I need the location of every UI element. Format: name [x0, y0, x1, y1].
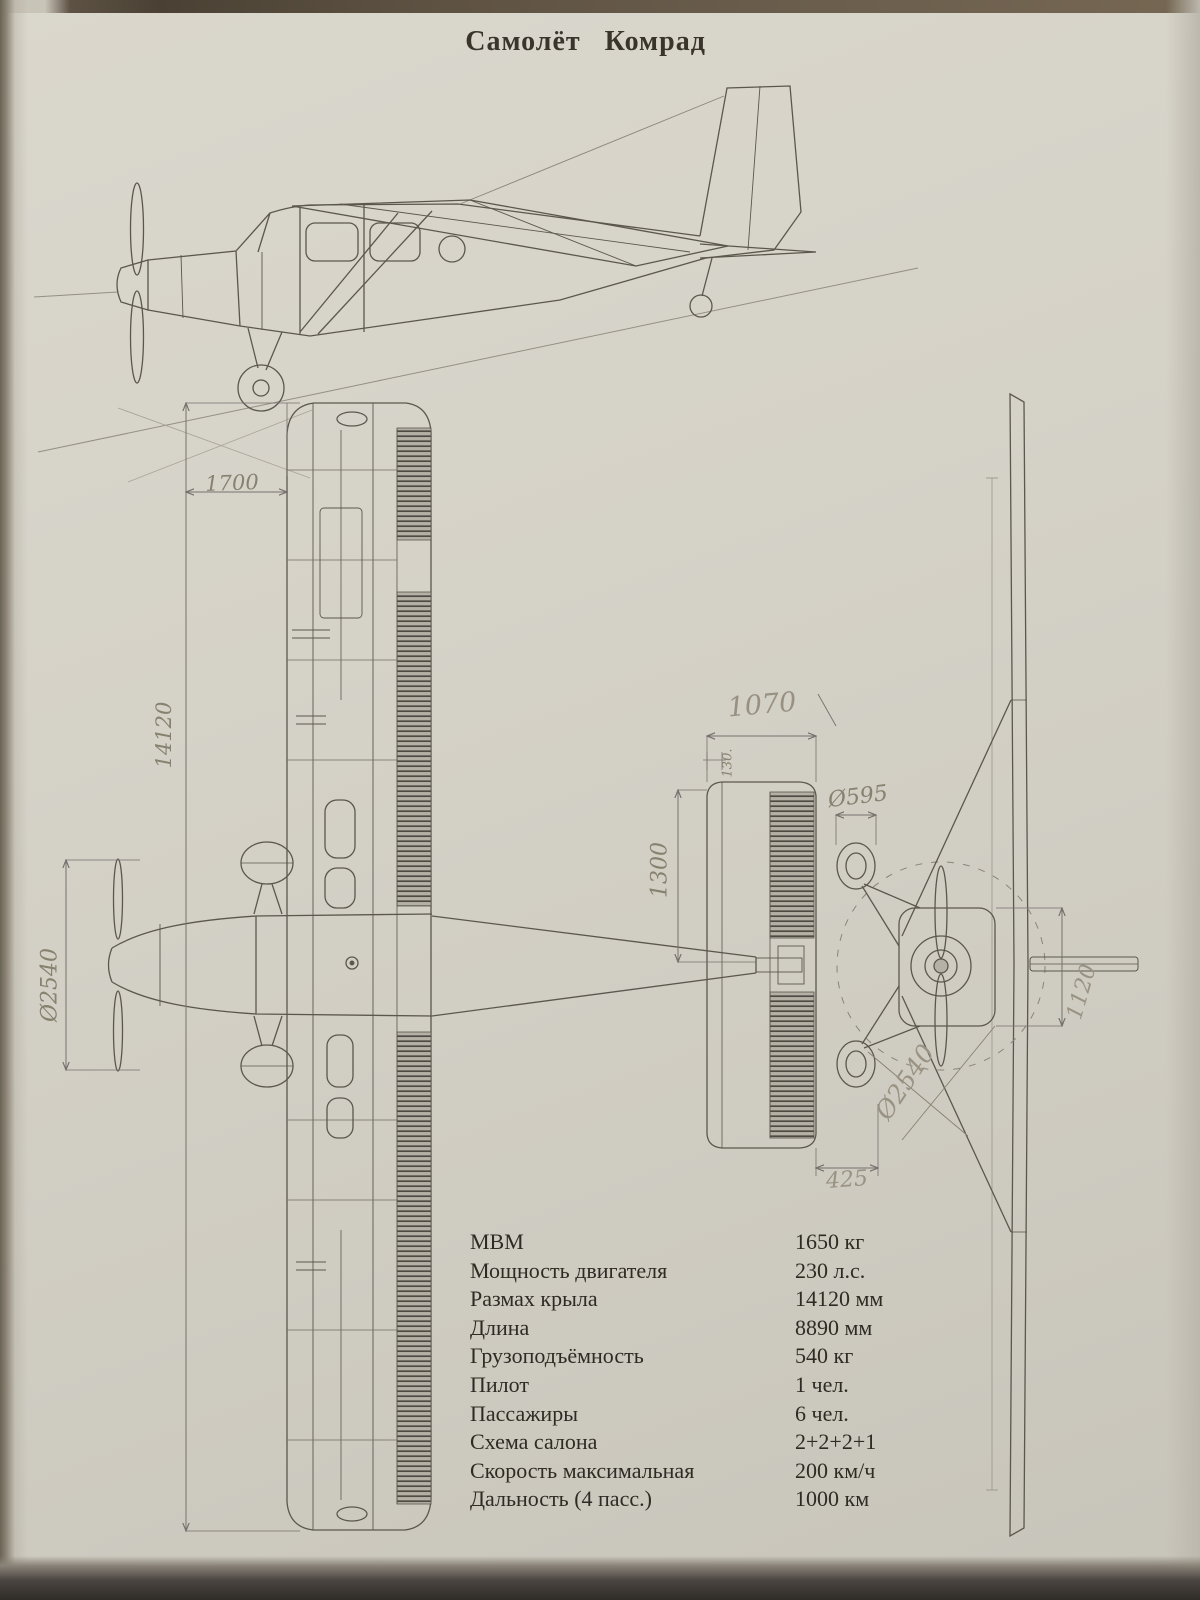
spec-label: Длина [470, 1314, 530, 1340]
spec-value: 8890 мм [795, 1314, 873, 1340]
spec-row: Размах крыла 14120 мм [470, 1285, 930, 1314]
spec-row: Длина 8890 мм [470, 1314, 930, 1343]
spec-value: 2+2+2+1 [795, 1429, 877, 1455]
spec-label: Размах крыла [470, 1286, 598, 1312]
dim-tail-track-label: 425 [825, 1166, 869, 1194]
plan-view-drawing [107, 402, 817, 1531]
photo-edge-right [1166, 0, 1200, 1600]
spec-row: Пилот 1 чел. [470, 1371, 930, 1400]
spec-row: Схема салона 2+2+2+1 [470, 1428, 930, 1457]
spec-label: Грузоподъёмность [470, 1343, 644, 1369]
spec-row: Пассажиры 6 чел. [470, 1400, 930, 1429]
spec-label: Дальность (4 пасс.) [470, 1486, 652, 1512]
spec-value: 1 чел. [795, 1371, 849, 1397]
spec-value: 6 чел. [795, 1400, 849, 1426]
dim-stab-le-strip-label: 130. [720, 748, 736, 778]
spec-row: Дальность (4 пасс.) 1000 км [470, 1485, 930, 1514]
spec-label: МВМ [470, 1229, 524, 1254]
front-view-drawing [836, 392, 1139, 1538]
spec-row: Мощность двигателя 230 л.с. [470, 1257, 930, 1286]
dim-stab-span-label: 1300 [647, 842, 673, 898]
dim-nose-to-wing-label: 1700 [204, 470, 260, 496]
spec-row: Скорость максимальная 200 км/ч [470, 1457, 930, 1486]
spec-table: МВМ 1650 кг Мощность двигателя 230 л.с. … [470, 1228, 930, 1514]
dim-prop-diameter-plan-label: Ø2540 [37, 947, 63, 1023]
spec-value: 200 км/ч [795, 1457, 876, 1483]
spec-label: Пассажиры [470, 1400, 578, 1426]
spec-value: 14120 мм [795, 1286, 884, 1312]
spec-value: 1000 км [795, 1486, 870, 1512]
dim-stab-chord-label: 1070 [726, 686, 798, 724]
dim-wingspan-label: 14120 [152, 701, 176, 769]
spec-row: Грузоподъёмность 540 кг [470, 1342, 930, 1371]
spec-label: Скорость максимальная [470, 1457, 695, 1483]
dimension-lines [66, 403, 1062, 1531]
spec-value: 1650 кг [795, 1229, 865, 1254]
photo-edge-left [0, 0, 28, 1600]
photo-edge-top [0, 0, 1200, 13]
spec-label: Пилот [470, 1371, 529, 1397]
spec-value: 540 кг [795, 1343, 854, 1369]
page-title: Самолёт Комрад [465, 26, 706, 57]
spec-label: Схема салона [470, 1429, 598, 1455]
photo-edge-bottom [0, 1556, 1200, 1600]
spec-label: Мощность двигателя [470, 1257, 668, 1283]
spec-value: 230 л.с. [795, 1257, 866, 1283]
spec-row: МВМ 1650 кг [470, 1228, 930, 1257]
side-view-drawing [33, 85, 919, 483]
